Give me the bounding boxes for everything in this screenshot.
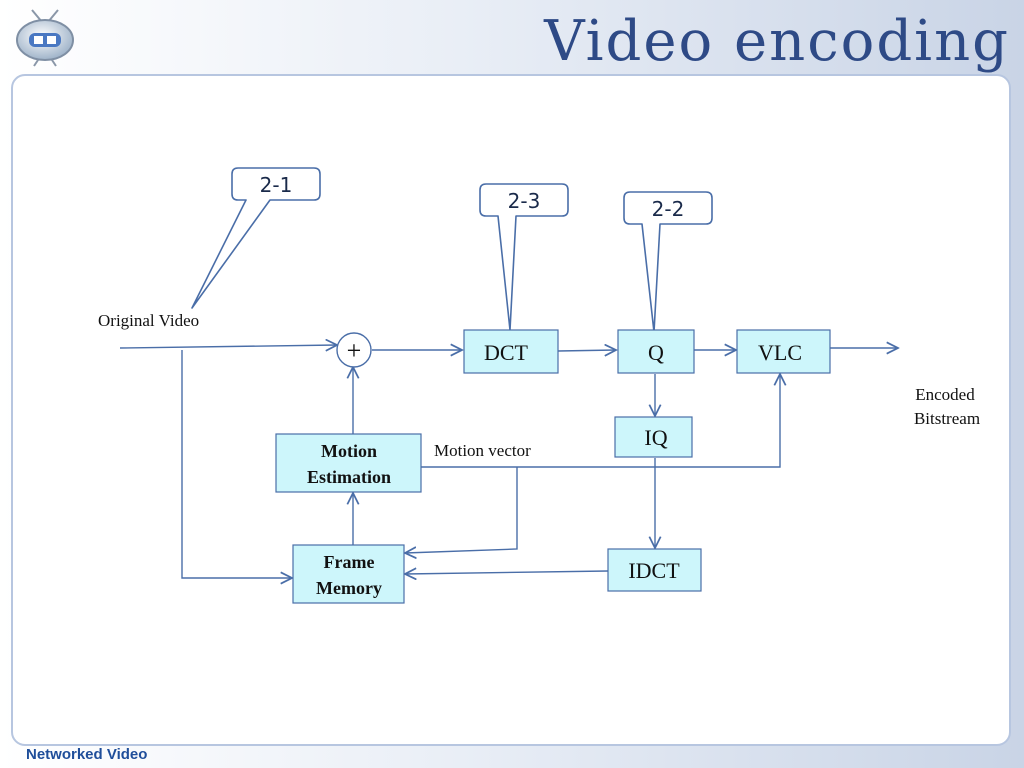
edge-idct-to-frame-memory [405,571,609,574]
footer-label: Networked Video [26,746,148,763]
callout-2-3-label: 2-3 [508,189,541,213]
motion-estimation-label-line2: Estimation [307,467,391,487]
callout-2-1: 2-1 [191,167,321,309]
original-video-label: Original Video [98,311,199,330]
quantizer-block: Q [617,329,695,374]
iq-block-label: IQ [644,425,667,450]
encoded-bitstream-label-line2: Bitstream [914,409,980,428]
edge-motion-vector-to-vlc [421,374,780,468]
encoded-bitstream-label-line1: Encoded [915,385,975,404]
vlc-block: VLC [736,329,831,374]
edge-motion-vector-to-frame-memory [405,467,518,553]
edge-input-to-sum [119,345,337,348]
page-title: Video encoding [544,9,1010,74]
dct-block-label: DCT [484,340,529,365]
slide-header: Video encoding [0,0,1024,80]
summing-junction: + [336,332,372,368]
logo-icon [16,9,74,67]
connections [119,345,898,578]
edge-input-tap-to-frame-memory [181,350,292,578]
motion-estimation-label-line1: Motion [321,441,377,461]
vlc-block-label: VLC [758,340,802,365]
callout-2-2-label: 2-2 [652,197,685,221]
motion-estimation-block: Motion Estimation [275,433,422,493]
frame-memory-block: Frame Memory [292,544,405,604]
frame-memory-label-line2: Memory [316,578,382,598]
motion-vector-label: Motion vector [434,441,531,460]
summing-junction-label: + [347,336,362,365]
quantizer-block-label: Q [648,340,664,365]
idct-block: IDCT [607,548,702,592]
iq-block: IQ [614,416,693,458]
edge-dct-to-q [557,350,616,351]
dct-block: DCT [463,329,559,374]
idct-block-label: IDCT [628,558,680,583]
frame-memory-label-line1: Frame [324,552,375,572]
callout-2-1-label: 2-1 [260,173,293,197]
callout-2-3: 2-3 [479,183,569,331]
callout-2-2: 2-2 [623,191,713,333]
